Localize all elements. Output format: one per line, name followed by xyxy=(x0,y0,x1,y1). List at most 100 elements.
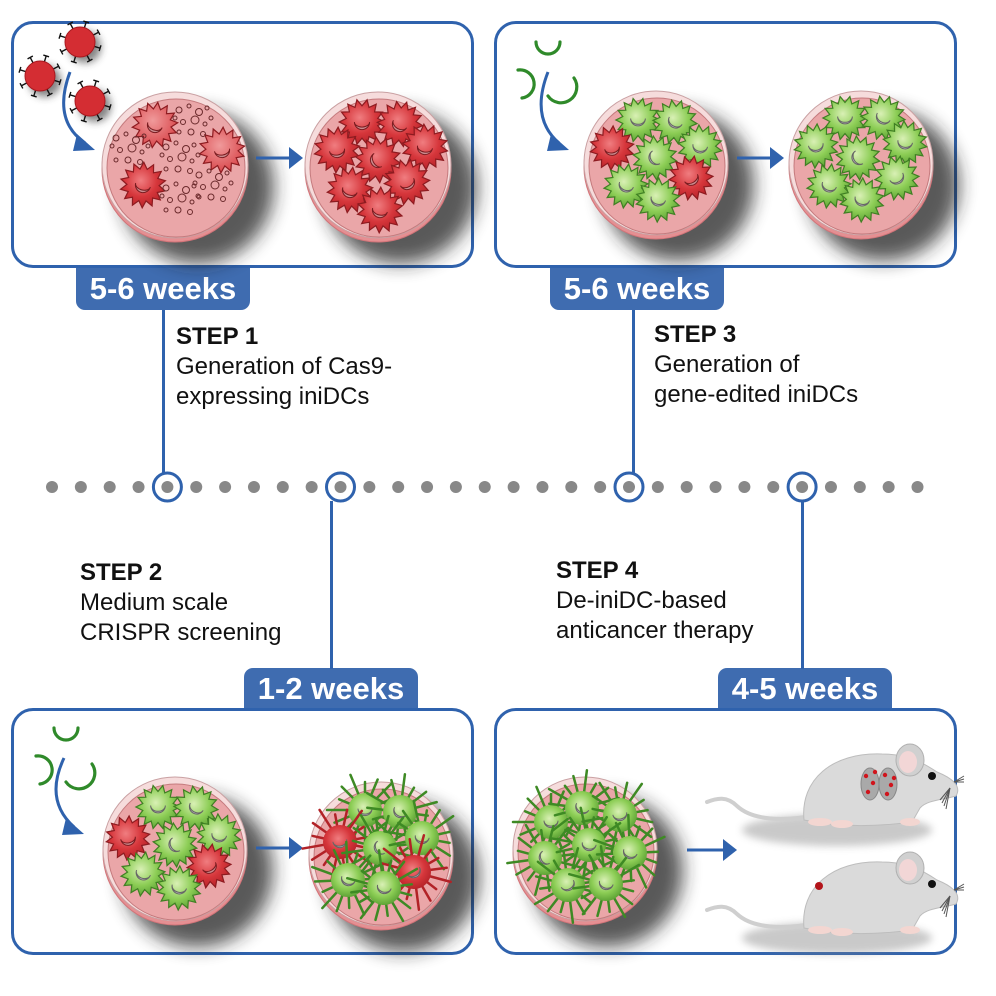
nucleus xyxy=(650,196,666,207)
green-cell xyxy=(631,134,679,182)
cell-body xyxy=(631,134,679,182)
virus-spike-tip xyxy=(86,58,93,63)
arrow-right-icon xyxy=(256,147,303,169)
nucleus xyxy=(897,140,913,150)
mouse-whisker xyxy=(939,895,951,909)
nucleus-shape xyxy=(188,802,204,815)
step1-illustration xyxy=(18,20,477,264)
cell-body xyxy=(551,868,585,902)
green-cell xyxy=(651,98,699,146)
nucleus xyxy=(135,869,151,881)
nucleus-shape xyxy=(376,884,392,895)
debris-particle xyxy=(180,119,186,125)
timeline-dot xyxy=(305,481,318,493)
step3-duration-badge: 5-6 weeks xyxy=(550,268,724,310)
step1-duration-badge: 5-6 weeks xyxy=(76,268,250,310)
timeline-milestone-ring xyxy=(325,471,356,503)
nucleus xyxy=(168,837,181,853)
nucleus xyxy=(416,145,433,156)
red-cell xyxy=(589,124,635,172)
nucleus-shape xyxy=(650,196,666,207)
nucleus-shape xyxy=(667,116,683,129)
nucleus-shape xyxy=(414,835,430,845)
debris-particle xyxy=(196,194,202,200)
nucleus xyxy=(875,112,891,125)
debris-particle xyxy=(204,105,210,111)
debris-particle xyxy=(162,143,170,151)
debris-particle xyxy=(224,170,230,176)
timeline-dot xyxy=(507,481,520,493)
mouse-whisker xyxy=(945,787,951,810)
nucleus xyxy=(134,182,151,194)
cell-body xyxy=(805,162,853,210)
mouse-ear-inner xyxy=(899,859,917,881)
nucleus xyxy=(692,144,708,154)
nucleus xyxy=(188,802,204,815)
timeline-milestone-ring xyxy=(151,471,183,503)
debris-particle xyxy=(195,108,203,116)
cell-body xyxy=(196,812,242,860)
virus-capsid xyxy=(24,60,56,92)
arrow-right-icon xyxy=(687,839,737,861)
debris-particle xyxy=(174,206,182,214)
arrow-head xyxy=(770,147,784,169)
timeline-dot xyxy=(190,481,203,493)
timeline-dot xyxy=(796,481,809,493)
virus-icon xyxy=(68,79,112,123)
cell-debris xyxy=(172,103,214,137)
timeline-dot xyxy=(247,481,260,493)
cell-body xyxy=(151,821,199,869)
mouse-eye xyxy=(928,880,936,888)
debris-particle xyxy=(210,180,220,190)
debris-particle xyxy=(195,193,201,199)
cell-body xyxy=(119,160,167,210)
timeline-dot xyxy=(565,481,578,493)
virus-spike-tip xyxy=(83,20,90,24)
arrow-right-icon xyxy=(737,147,784,169)
cell-body xyxy=(354,135,402,185)
debris-particle xyxy=(187,128,195,136)
activated-green-cell xyxy=(533,847,606,924)
cell-body xyxy=(614,97,662,143)
debris-particle xyxy=(186,103,192,109)
nucleus-shape xyxy=(854,196,870,207)
nucleus xyxy=(575,803,590,815)
timeline-dot xyxy=(623,481,635,493)
curved-arrow-icon xyxy=(539,71,569,151)
timeline xyxy=(46,471,924,503)
debris-particle xyxy=(163,166,169,172)
nucleus xyxy=(630,118,646,127)
activated-green-cell xyxy=(568,845,641,919)
virus-spike-tip xyxy=(67,21,74,26)
tumor-nodule xyxy=(891,775,897,781)
green-cell xyxy=(635,176,681,224)
nucleus-shape xyxy=(150,805,166,814)
debris-particle xyxy=(208,115,214,121)
virus-icon xyxy=(58,20,102,64)
mouse-foot xyxy=(831,928,853,936)
debris-particle xyxy=(159,152,165,158)
cell-body xyxy=(589,124,635,172)
step1-line1: Generation of Cas9- xyxy=(176,353,393,380)
cell-body xyxy=(401,122,449,172)
tumor-nodule xyxy=(884,791,890,797)
timeline-dot xyxy=(392,481,405,493)
nucleus xyxy=(851,150,864,166)
debris-particle xyxy=(190,115,200,125)
step3-line1: Generation of xyxy=(654,351,800,378)
subcutaneous-tumor xyxy=(815,882,823,890)
green-cell xyxy=(119,850,167,898)
debris-particle xyxy=(109,143,115,149)
step4-illustration xyxy=(506,743,965,954)
virus-spike-tip xyxy=(19,82,24,89)
debris-particle xyxy=(189,158,195,164)
nucleus xyxy=(369,152,383,169)
timeline-dot xyxy=(911,481,924,493)
nucleus xyxy=(332,839,348,849)
cell-body xyxy=(356,185,404,235)
cell-debris xyxy=(159,181,201,215)
debris-particle xyxy=(207,193,215,201)
curved-arrow-icon xyxy=(54,757,84,835)
cell-body xyxy=(677,123,723,171)
